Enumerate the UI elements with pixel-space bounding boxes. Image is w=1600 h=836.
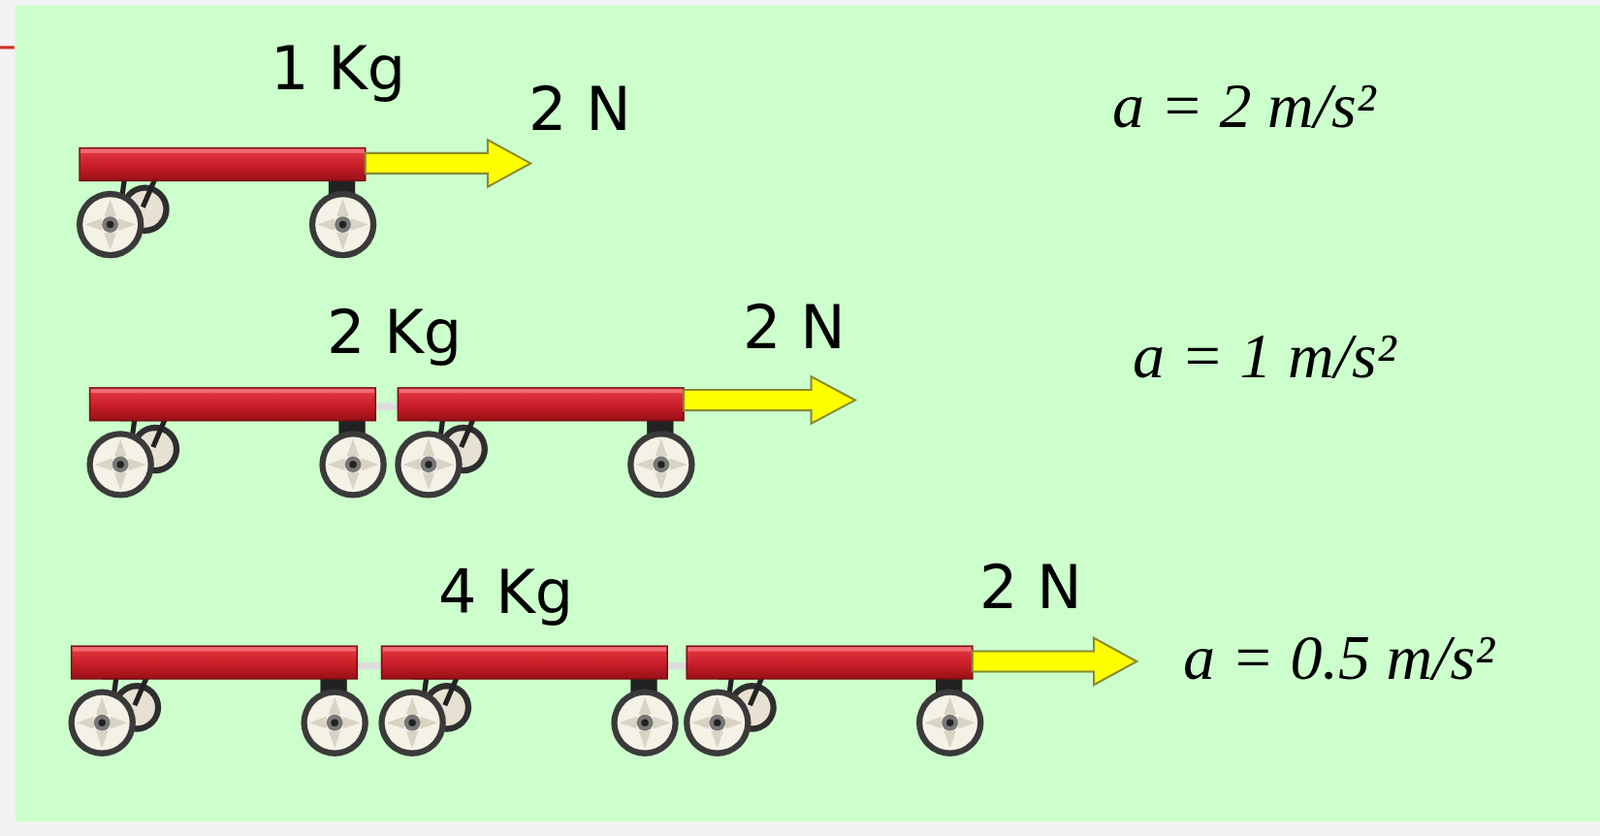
mass-label: 4 Kg <box>438 562 574 623</box>
wagon <box>378 645 678 757</box>
mass-label: 1 Kg <box>270 38 406 99</box>
green-panel <box>15 4 1600 822</box>
wagon <box>394 387 695 499</box>
wagon <box>68 645 369 757</box>
wagon <box>76 148 377 259</box>
force-arrow <box>365 139 531 187</box>
mass-label: 2 Kg <box>326 302 462 363</box>
corner-mark <box>0 45 15 49</box>
wagon <box>86 387 386 499</box>
force-label: 2 N <box>528 79 632 140</box>
acceleration-formula: a = 1 m/s² <box>1132 323 1397 388</box>
force-arrow <box>972 638 1137 685</box>
wagon <box>683 645 984 757</box>
force-arrow <box>683 376 856 423</box>
force-label: 2 N <box>979 557 1083 618</box>
coupling-bar <box>354 662 384 670</box>
acceleration-formula: a = 0.5 m/s² <box>1183 625 1495 690</box>
acceleration-formula: a = 2 m/s² <box>1112 73 1376 138</box>
force-label: 2 N <box>742 297 846 358</box>
